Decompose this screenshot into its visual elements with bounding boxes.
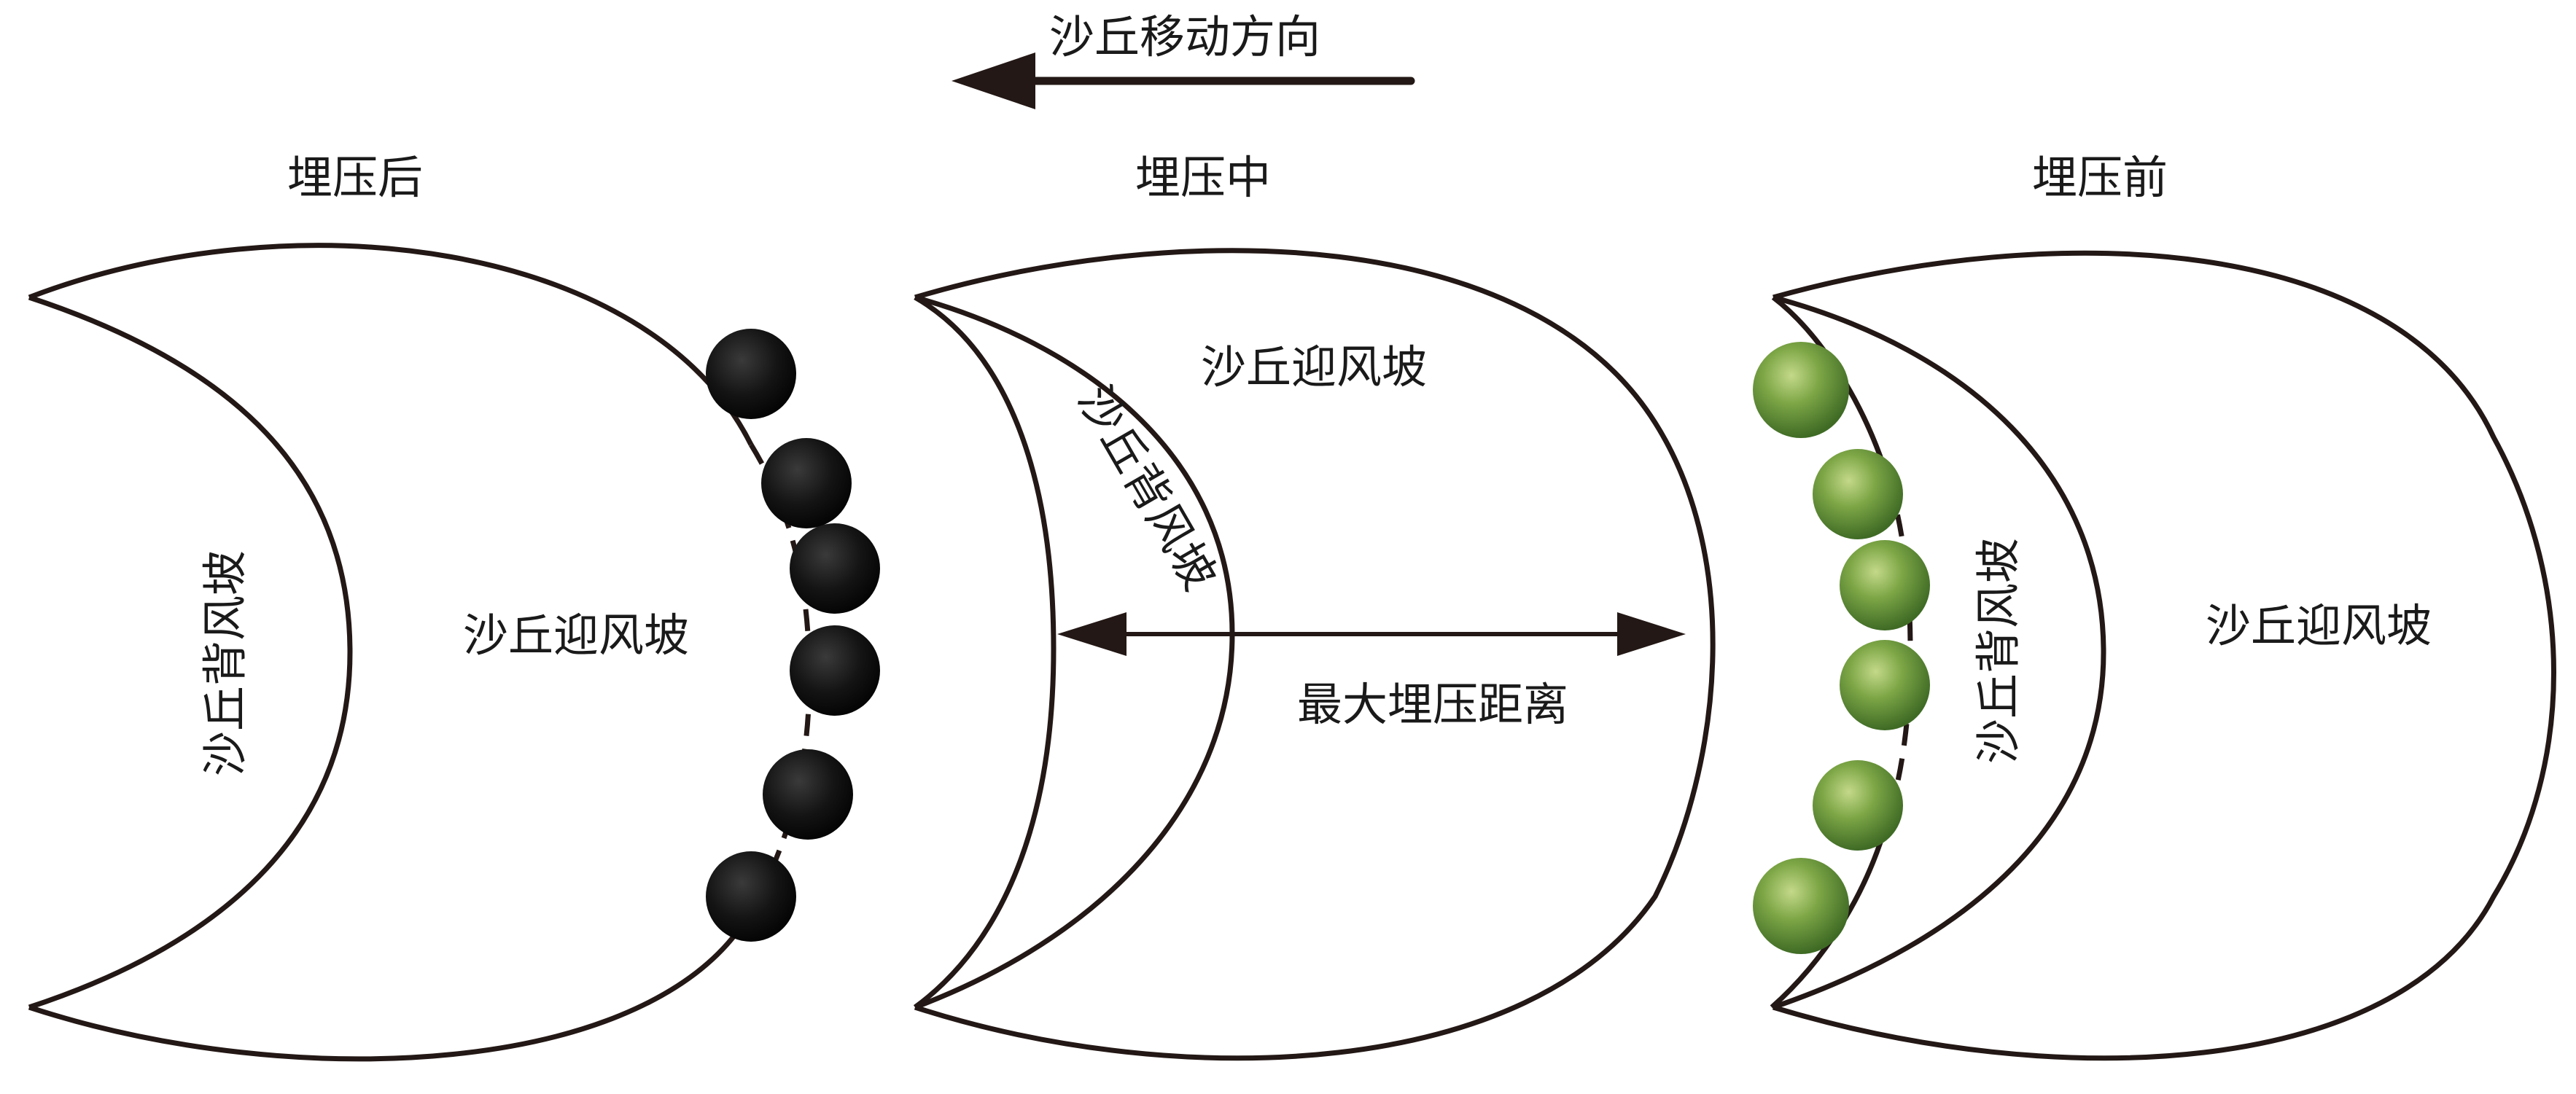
buried-shrub [790, 523, 880, 614]
windward-slope-label-during: 沙丘迎风坡 [1201, 340, 1427, 394]
windward-slope-label-before: 沙丘迎风坡 [2206, 599, 2432, 652]
measure-arrow-right [1617, 612, 1686, 656]
buried-shrub [790, 625, 880, 716]
panel-during-burial: 埋压中 沙丘迎风坡 沙丘背风坡 最大埋压距离 [913, 151, 1716, 1061]
buried-shrub [763, 749, 853, 840]
dune-lee-edge-dashed-before [1886, 480, 1913, 818]
direction-arrow-head [952, 52, 1035, 109]
dune-outer-before [1772, 250, 2556, 1061]
healthy-shrub [1840, 540, 1930, 630]
panel-after-burial: 埋压后 沙丘背风坡 沙丘迎风坡 [28, 151, 880, 1062]
buried-shrub-row [706, 329, 880, 942]
stage-label-during: 埋压中 [1135, 151, 1271, 204]
direction-label: 沙丘移动方向 [1049, 10, 1320, 63]
dune-outer-after [28, 243, 754, 1062]
stage-label-before: 埋压前 [2032, 151, 2168, 204]
windward-slope-label-after: 沙丘迎风坡 [463, 609, 689, 662]
healthy-shrub [1840, 640, 1930, 730]
leeward-slope-label-during: 沙丘背风坡 [1068, 377, 1227, 599]
panel-before-burial: 埋压前 沙丘背风坡 沙丘迎风坡 [1753, 151, 2556, 1061]
buried-shrub [706, 851, 796, 942]
healthy-shrub [1753, 342, 1849, 438]
movement-direction: 沙丘移动方向 [952, 10, 1415, 109]
healthy-shrub [1813, 760, 1903, 851]
leeward-slope-label-before: 沙丘背风坡 [1972, 538, 2025, 764]
buried-shrub [706, 329, 796, 419]
dune-inner-before [1772, 294, 2106, 1010]
healthy-shrub [1813, 449, 1903, 539]
dune-inner-during [913, 294, 1057, 1009]
measure-arrow-left [1057, 612, 1126, 656]
dune-outer-during [914, 248, 1716, 1061]
max-burial-distance-measure: 最大埋压距离 [1057, 612, 1686, 731]
healthy-shrub [1753, 858, 1849, 954]
dune-inner-after [28, 294, 353, 1010]
stage-label-after: 埋压后 [287, 151, 423, 204]
healthy-shrub-row [1753, 342, 1930, 954]
leeward-slope-label-after: 沙丘背风坡 [198, 550, 252, 776]
buried-shrub [761, 438, 852, 528]
measure-label: 最大埋压距离 [1297, 678, 1568, 731]
